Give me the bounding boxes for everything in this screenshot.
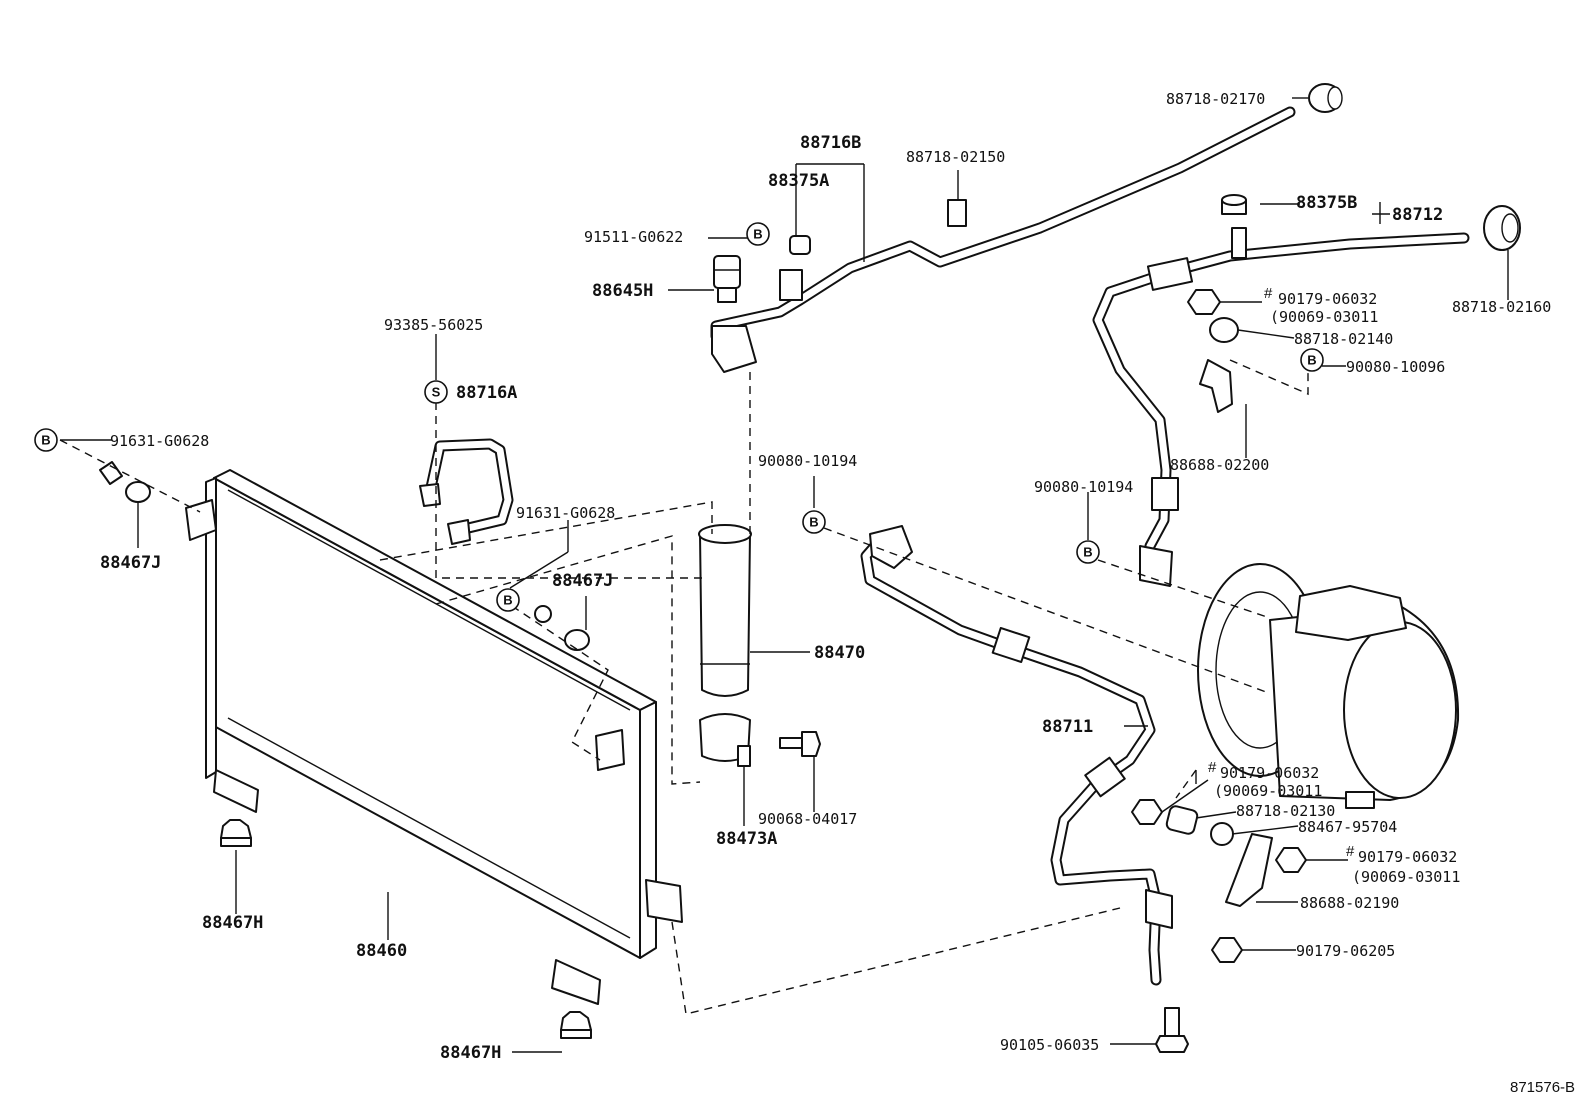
badge-b-upper-left: B — [34, 428, 58, 452]
svg-text:B: B — [1307, 353, 1316, 368]
svg-text:B: B — [1083, 545, 1092, 560]
label-88460: 88460 — [356, 941, 407, 961]
svg-text:B: B — [503, 593, 512, 608]
label-90080-10096: 90080-10096 — [1346, 358, 1445, 376]
label-91511-g0622: 91511-G0622 — [584, 228, 683, 246]
cap-88718-02160 — [1483, 205, 1521, 251]
label-88712: 88712 — [1392, 205, 1443, 225]
label-88716b: 88716B — [800, 133, 861, 153]
dashed-guides — [59, 359, 1309, 1015]
cushion-88467h-lower — [560, 1011, 592, 1039]
label-88718-02140: 88718-02140 — [1294, 330, 1393, 348]
leader-lines — [60, 97, 1509, 1053]
label-88467h-upper: 88467H — [202, 913, 263, 933]
nut-90179-06032-lower — [1275, 847, 1307, 873]
label-88688-02190: 88688-02190 — [1300, 894, 1399, 912]
hose-88711 — [860, 525, 1173, 986]
label-90179-06032-lower: 90179-06032 — [1358, 848, 1457, 866]
bolt-91631-g0628-middle — [534, 605, 552, 623]
nut-90179-06032-upper — [1187, 289, 1221, 315]
pressure-switch-88645h — [713, 255, 741, 303]
bolt-91631-g0628-upper — [99, 461, 123, 485]
compressor — [1197, 563, 1460, 809]
badge-b-91511: B — [746, 222, 770, 246]
label-88688-02200: 88688-02200 — [1170, 456, 1269, 474]
cap-88718-02130 — [1165, 805, 1199, 835]
label-93385-56025: 93385-56025 — [384, 316, 483, 334]
label-90080-10194-center: 90080-10194 — [758, 452, 857, 470]
label-90105-06035: 90105-06035 — [1000, 1036, 1099, 1054]
collar-88467j-middle — [564, 629, 590, 651]
label-88716a: 88716A — [456, 383, 517, 403]
label-90179-06205: 90179-06205 — [1296, 942, 1395, 960]
o-ring-88375b — [1221, 194, 1247, 215]
hose-88712 — [1092, 227, 1470, 587]
badge-s-93385: S — [424, 380, 448, 404]
figure-id: 871576-B — [1510, 1079, 1575, 1096]
bracket-88688-02200 — [1199, 359, 1233, 413]
grommet-88467-95704 — [1210, 822, 1234, 846]
label-88711: 88711 — [1042, 717, 1093, 737]
o-ring-88375a — [789, 235, 811, 255]
label-90179-06032-upper: 90179-06032 — [1278, 290, 1377, 308]
cap-88718-02140 — [1209, 317, 1239, 343]
label-90069-03011-middle: (90069-03011 — [1214, 782, 1322, 800]
label-88467j-upper: 88467J — [100, 553, 161, 573]
label-88718-02150: 88718-02150 — [906, 148, 1005, 166]
label-91631-g0628-middle: 91631-G0628 — [516, 504, 615, 522]
label-88470: 88470 — [814, 643, 865, 663]
hash-mark-upper: # — [1264, 285, 1273, 302]
receiver-drier-88470 — [698, 524, 752, 697]
label-88375a: 88375A — [768, 171, 829, 191]
label-90080-10194-right: 90080-10194 — [1034, 478, 1133, 496]
clamp-88718-02150 — [947, 199, 967, 227]
hash-mark-middle: # — [1208, 759, 1217, 776]
label-88645h: 88645H — [592, 281, 653, 301]
collar-88467j-upper — [125, 481, 151, 503]
svg-text:B: B — [41, 433, 50, 448]
label-88473a: 88473A — [716, 829, 777, 849]
label-91631-g0628-upper: 91631-G0628 — [110, 432, 209, 450]
cushion-88467h-upper — [220, 819, 252, 847]
label-88718-02160: 88718-02160 — [1452, 298, 1551, 316]
badge-b-90080-10096: B — [1300, 348, 1324, 372]
label-88375b: 88375B — [1296, 193, 1357, 213]
svg-text:S: S — [432, 385, 441, 400]
pipe-88716a — [419, 438, 514, 545]
label-90069-03011-lower: (90069-03011 — [1352, 868, 1460, 886]
label-88467j-middle: 88467J — [552, 571, 613, 591]
label-88718-02130: 88718-02130 — [1236, 802, 1335, 820]
label-90069-03011-upper: (90069-03011 — [1270, 308, 1378, 326]
label-90179-06032-middle: 90179-06032 — [1220, 764, 1319, 782]
label-88467-95704: 88467-95704 — [1298, 818, 1397, 836]
svg-text:B: B — [809, 515, 818, 530]
bolt-90105-06035 — [1155, 1007, 1189, 1053]
label-88467h-lower: 88467H — [440, 1043, 501, 1063]
bracket-88473a — [699, 713, 751, 767]
hash-mark-lower: # — [1346, 843, 1355, 860]
badge-b-90080-10194-right: B — [1076, 540, 1100, 564]
nut-90179-06205 — [1211, 937, 1243, 963]
part-labels: 88718-02170 88716B 88718-02150 88375A 91… — [100, 90, 1575, 1096]
badge-b-middle-left: B — [496, 588, 520, 612]
badge-b-90080-10194-center: B — [802, 510, 826, 534]
cap-88718-02170 — [1308, 83, 1343, 113]
bolt-90068-04017 — [779, 731, 821, 757]
bracket-88688-02190 — [1225, 833, 1273, 907]
label-90068-04017: 90068-04017 — [758, 810, 857, 828]
label-88718-02170: 88718-02170 — [1166, 90, 1265, 108]
condenser-88460 — [185, 469, 683, 1005]
pipe-88716b — [710, 106, 1296, 373]
svg-text:B: B — [753, 227, 762, 242]
nut-90179-06032-middle — [1131, 799, 1163, 825]
